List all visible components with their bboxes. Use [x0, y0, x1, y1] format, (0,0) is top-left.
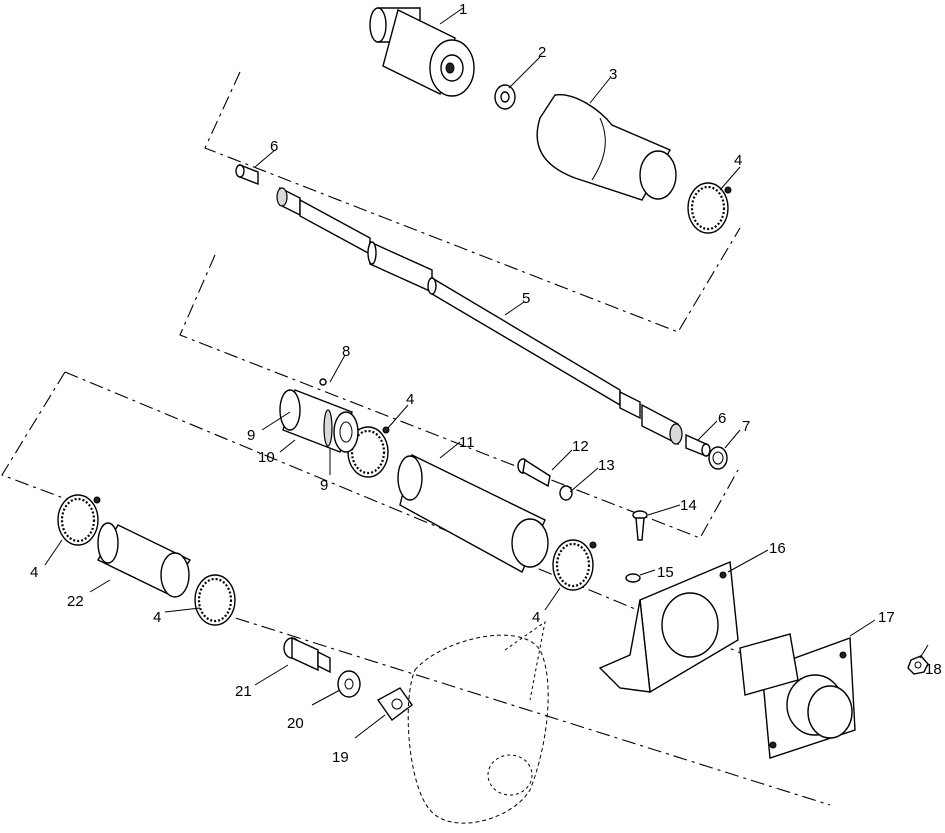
- part-14-screw: [632, 510, 648, 541]
- part-4-clamp-lower: [194, 574, 236, 626]
- part-20-washer: [337, 670, 361, 698]
- callout-3: 3: [609, 66, 617, 83]
- callout-22: 22: [67, 593, 84, 610]
- part-1-bushing: [369, 7, 475, 97]
- callout-18: 18: [925, 661, 942, 678]
- part-8-grease-fitting: [319, 378, 327, 386]
- callout-7: 7: [742, 418, 750, 435]
- callout-19: 19: [332, 749, 349, 766]
- part-15-washer: [625, 573, 641, 583]
- callout-11: 11: [459, 434, 475, 451]
- leader-lines: [44, 7, 929, 739]
- callout-4: 4: [406, 391, 414, 408]
- part-4-clamp-right: [552, 539, 597, 591]
- part-7-o-ring: [708, 446, 728, 470]
- part-4-clamp-top: [687, 182, 732, 234]
- part-2-washer: [494, 84, 516, 110]
- part-5-shaft: [276, 186, 683, 446]
- callout-6: 6: [718, 410, 726, 427]
- callout-4: 4: [734, 152, 742, 169]
- callout-13: 13: [598, 457, 615, 474]
- part-3-boot: [536, 94, 677, 201]
- alignment-guides: [1, 71, 831, 806]
- part-12-bolt: [517, 458, 551, 488]
- part-9-seal: [323, 409, 333, 447]
- part-6-pin-top: [235, 163, 259, 186]
- callout-6: 6: [270, 138, 278, 155]
- callout-4: 4: [153, 609, 161, 626]
- callout-5: 5: [522, 290, 530, 307]
- part-22-sleeve: [97, 522, 192, 598]
- callout-9: 9: [320, 477, 328, 494]
- callout-21: 21: [235, 683, 252, 700]
- part-21-fitting: [283, 636, 331, 674]
- part-17-housing: [739, 633, 856, 759]
- callout-2: 2: [538, 44, 546, 61]
- part-13-washer: [559, 485, 573, 501]
- ghost-fan-hub: [407, 620, 549, 824]
- part-4-clamp-mid: [347, 426, 390, 478]
- callout-12: 12: [572, 438, 589, 455]
- callout-15: 15: [657, 564, 674, 581]
- callout-17: 17: [878, 609, 895, 626]
- callout-4: 4: [30, 564, 38, 581]
- part-16-bracket: [598, 560, 739, 694]
- part-6-pin-bottom: [685, 433, 711, 458]
- callout-1: 1: [459, 1, 467, 18]
- callout-9: 9: [247, 427, 255, 444]
- callout-labels: 1 2 3 4 6 5 8 4 6 7 9 11 12 10 13 9 14 1…: [30, 1, 942, 766]
- callout-20: 20: [287, 715, 304, 732]
- callout-4: 4: [532, 609, 540, 626]
- part-11-tube: [397, 453, 549, 573]
- part-10-bearing-housing: [279, 389, 359, 453]
- callout-16: 16: [769, 540, 786, 557]
- callout-14: 14: [680, 497, 697, 514]
- callout-8: 8: [342, 343, 350, 360]
- callout-10: 10: [258, 449, 275, 466]
- part-19-eyelet: [376, 687, 413, 721]
- part-4-clamp-left: [57, 494, 101, 546]
